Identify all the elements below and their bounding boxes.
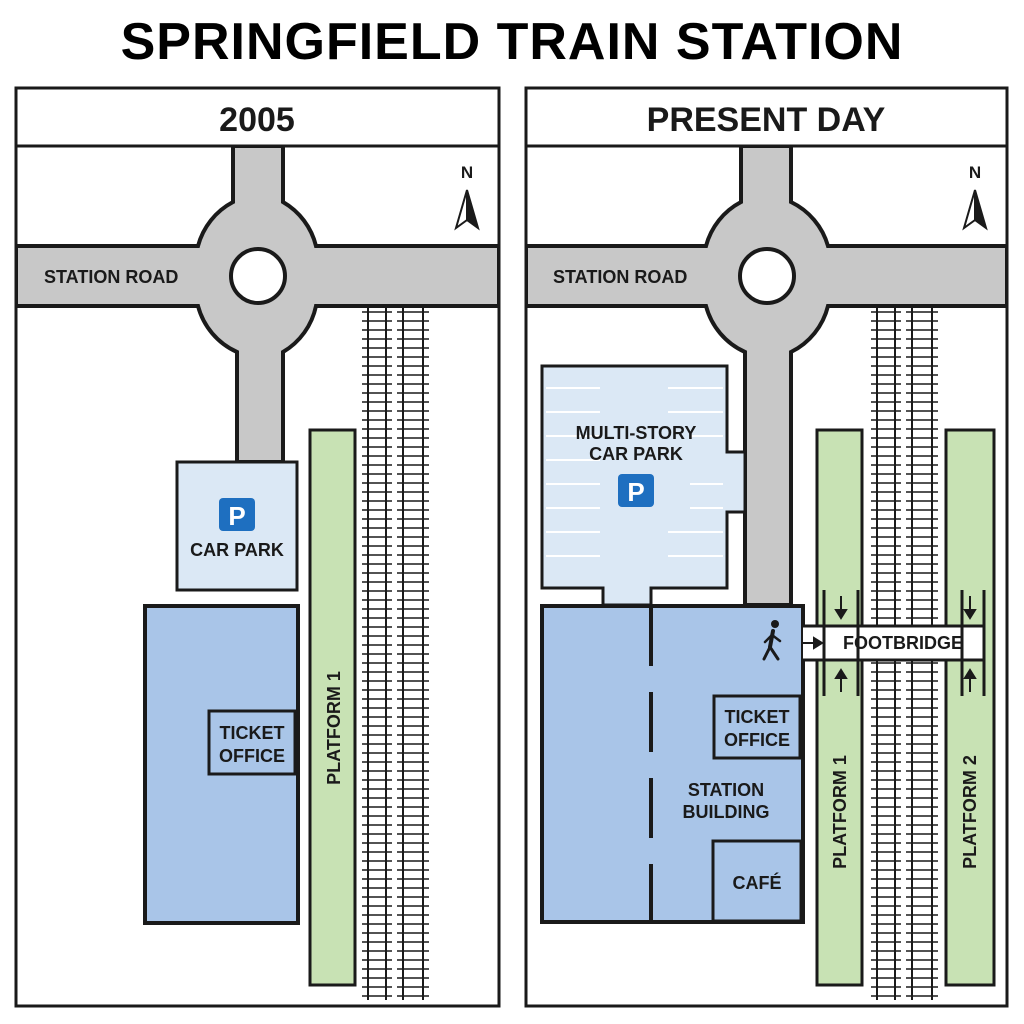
platform-1 <box>308 428 357 987</box>
footbridge-label: FOOTBRIDGE <box>843 633 963 653</box>
roundabout <box>229 247 287 305</box>
platform-2 <box>944 428 996 987</box>
cafe-label: CAFÉ <box>733 872 782 893</box>
map-title: SPRINGFIELD TRAIN STATION <box>120 13 904 71</box>
pedestrian-icon <box>762 620 782 661</box>
north-label: N <box>461 163 473 182</box>
ticket-office <box>207 709 297 776</box>
railway-tracks <box>362 308 429 1000</box>
roundabout <box>738 247 796 305</box>
panel-present-day: PRESENT DAY STATION ROAD <box>524 86 1009 1008</box>
ticket-office <box>712 694 802 760</box>
station-building-line-1: STATION <box>688 780 764 800</box>
north-label: N <box>969 163 981 182</box>
car-park-line-1: MULTI-STORY <box>576 423 697 443</box>
north-arrow-icon <box>962 189 988 231</box>
panel-present-heading: PRESENT DAY <box>647 101 886 139</box>
parking-symbol: P <box>627 477 644 507</box>
parking-symbol: P <box>228 501 245 531</box>
cafe <box>711 839 803 923</box>
car-park-label: CAR PARK <box>190 540 284 560</box>
station-road-label: STATION ROAD <box>44 267 178 287</box>
station-building-line-2: BUILDING <box>683 802 770 822</box>
car-park-line-2: CAR PARK <box>589 444 683 464</box>
north-arrow-icon <box>454 189 480 231</box>
ticket-office-line-2: OFFICE <box>724 730 790 750</box>
platform-1-label: PLATFORM 1 <box>324 671 344 785</box>
panel-2005-heading: 2005 <box>219 101 295 139</box>
platform-2-label: PLATFORM 2 <box>960 755 980 869</box>
ticket-office-line-1: TICKET <box>725 707 790 727</box>
panel-2005: 2005 STATION ROAD <box>14 86 501 1008</box>
parking-sign-icon <box>618 474 654 507</box>
station-road-label: STATION ROAD <box>553 267 687 287</box>
ticket-office-line-1: TICKET <box>220 723 285 743</box>
platform-1 <box>815 428 864 987</box>
ticket-office-line-2: OFFICE <box>219 746 285 766</box>
footbridge <box>803 590 986 696</box>
platform-1-label: PLATFORM 1 <box>830 755 850 869</box>
parking-sign-icon <box>219 498 255 531</box>
